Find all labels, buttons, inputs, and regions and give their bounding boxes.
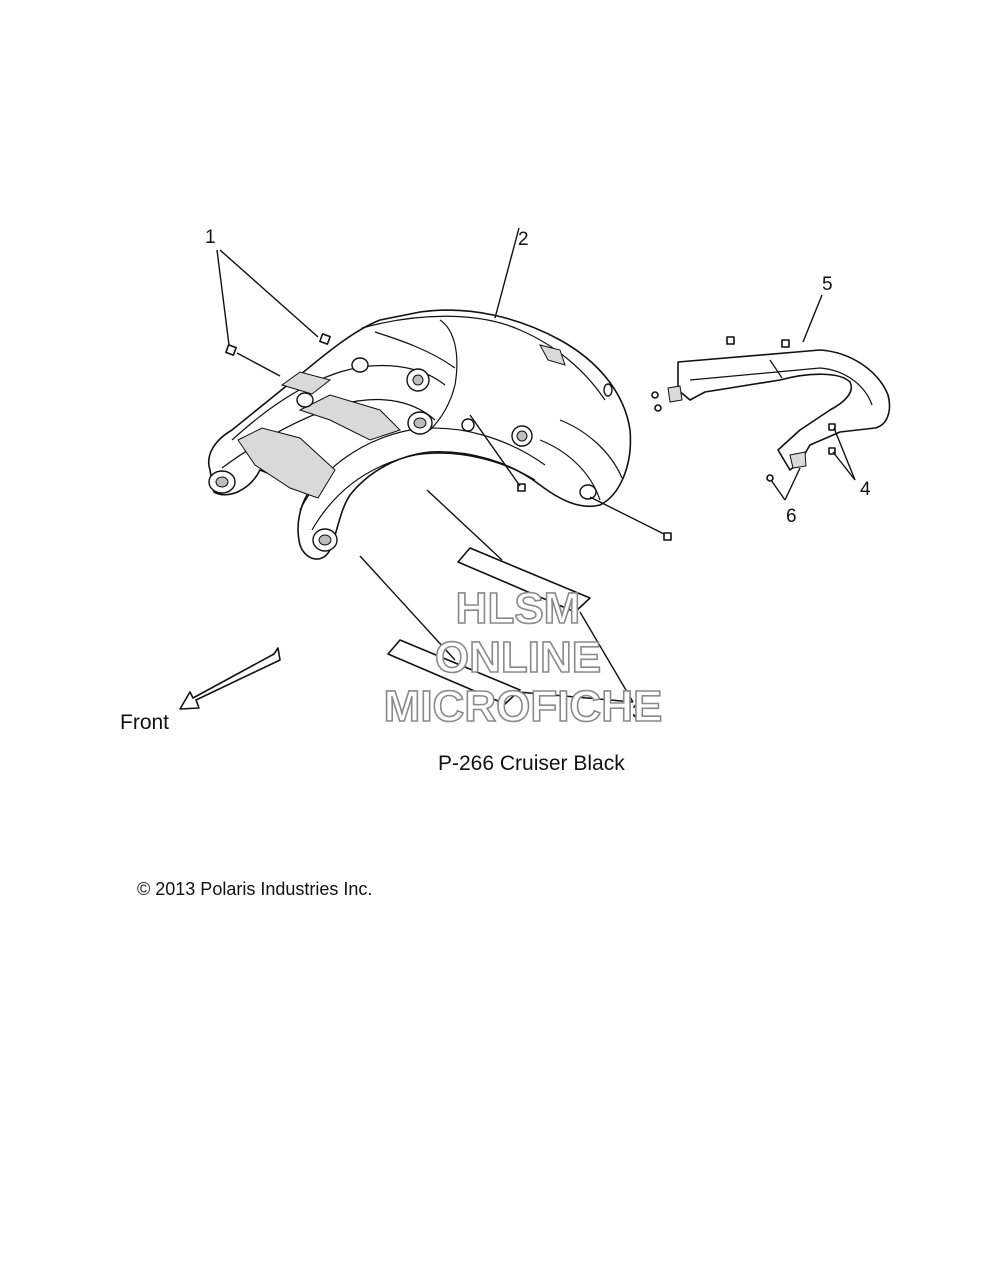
watermark-line-2: ONLINE xyxy=(435,633,601,682)
callout-1: 1 xyxy=(205,227,216,248)
front-direction-arrow xyxy=(179,647,281,710)
watermark-line-3: MICROFICHE xyxy=(384,682,663,731)
decal-upper xyxy=(457,547,591,613)
copyright-notice: © 2013 Polaris Industries Inc. xyxy=(137,879,373,899)
rear-fender xyxy=(208,309,632,560)
callout-2: 2 xyxy=(518,229,529,250)
leader-lines xyxy=(216,227,856,703)
watermark: HLSM ONLINE MICROFICHE xyxy=(383,583,663,732)
callout-6: 6 xyxy=(786,506,797,527)
callout-4: 4 xyxy=(860,479,871,500)
callout-5: 5 xyxy=(822,274,833,295)
fender-bracket xyxy=(651,336,891,482)
figure-caption: P-266 Cruiser Black xyxy=(438,752,625,775)
fender-fasteners xyxy=(225,333,672,541)
front-label: Front xyxy=(120,711,170,734)
watermark-line-1: HLSM xyxy=(456,584,581,633)
decal-lower xyxy=(387,639,521,705)
callout-3: 3 xyxy=(632,702,643,723)
